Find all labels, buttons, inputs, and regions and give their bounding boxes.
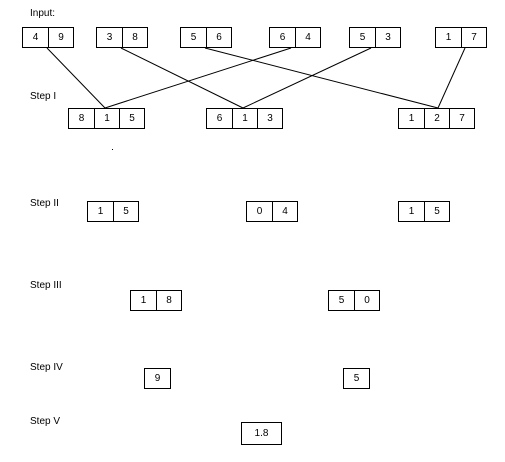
value-cell: 5: [190, 32, 197, 43]
connector-line: [204, 47, 439, 109]
value-cell: 1.8: [254, 428, 269, 439]
connector-line: [437, 47, 466, 109]
value-cell: 6: [206, 28, 231, 47]
value-cell: 1: [97, 206, 104, 217]
value-cell: 1: [140, 295, 147, 306]
stray-dot: [112, 149, 113, 150]
value-cell: 8: [156, 291, 181, 310]
input-pair-box: 6 4: [269, 27, 321, 48]
value-cell: 5: [424, 202, 449, 221]
step-1-label: Step I: [30, 91, 57, 102]
value-cell: 8: [122, 28, 147, 47]
step-1-triple-box: 1 2 7: [398, 108, 475, 129]
value-cell: 7: [449, 109, 474, 128]
value-cell: 0: [354, 291, 379, 310]
value-cell: 1: [445, 32, 452, 43]
step-1-triple-box: 6 1 3: [206, 108, 283, 129]
value-cell: 2: [424, 109, 449, 128]
value-cell: 4: [272, 202, 297, 221]
connector-line: [120, 47, 244, 109]
step-3-label: Step III: [30, 280, 62, 291]
step-2-label: Step II: [30, 198, 59, 209]
value-cell: 5: [338, 295, 345, 306]
input-label: Input:: [30, 8, 56, 19]
connector-line: [104, 47, 292, 109]
value-cell: 3: [106, 32, 113, 43]
step-3-pair-box: 1 8: [130, 290, 182, 311]
step-3-pair-box: 5 0: [328, 290, 380, 311]
step-4-single-box: 9: [144, 368, 171, 389]
connector-line: [242, 47, 372, 109]
value-cell: 3: [375, 28, 400, 47]
step-5-result-box: 1.8: [241, 422, 282, 445]
connector-line: [46, 47, 106, 109]
input-pair-box: 3 8: [96, 27, 148, 48]
value-cell: 5: [113, 202, 138, 221]
step-5-label: Step V: [30, 416, 61, 427]
value-cell: 9: [154, 373, 161, 384]
step-2-pair-box: 0 4: [246, 201, 298, 222]
value-cell: 5: [119, 109, 144, 128]
value-cell: 8: [78, 113, 85, 124]
step-2-pair-box: 1 5: [87, 201, 139, 222]
value-cell: 0: [256, 206, 263, 217]
value-cell: 1: [94, 109, 119, 128]
value-cell: 4: [295, 28, 320, 47]
step-2-pair-box: 1 5: [398, 201, 450, 222]
value-cell: 5: [359, 32, 366, 43]
value-cell: 3: [257, 109, 282, 128]
step-4-single-box: 5: [343, 368, 370, 389]
value-cell: 6: [279, 32, 286, 43]
step-4-label: Step IV: [30, 362, 63, 373]
input-pair-box: 1 7: [435, 27, 487, 48]
value-cell: 1: [408, 206, 415, 217]
input-pair-box: 4 9: [22, 27, 74, 48]
value-cell: 6: [216, 113, 223, 124]
value-cell: 7: [461, 28, 486, 47]
value-cell: 4: [32, 32, 39, 43]
input-pair-box: 5 6: [180, 27, 232, 48]
value-cell: 1: [408, 113, 415, 124]
value-cell: 9: [48, 28, 73, 47]
value-cell: 1: [232, 109, 257, 128]
step-1-triple-box: 8 1 5: [68, 108, 145, 129]
value-cell: 5: [353, 373, 360, 384]
input-pair-box: 5 3: [349, 27, 401, 48]
